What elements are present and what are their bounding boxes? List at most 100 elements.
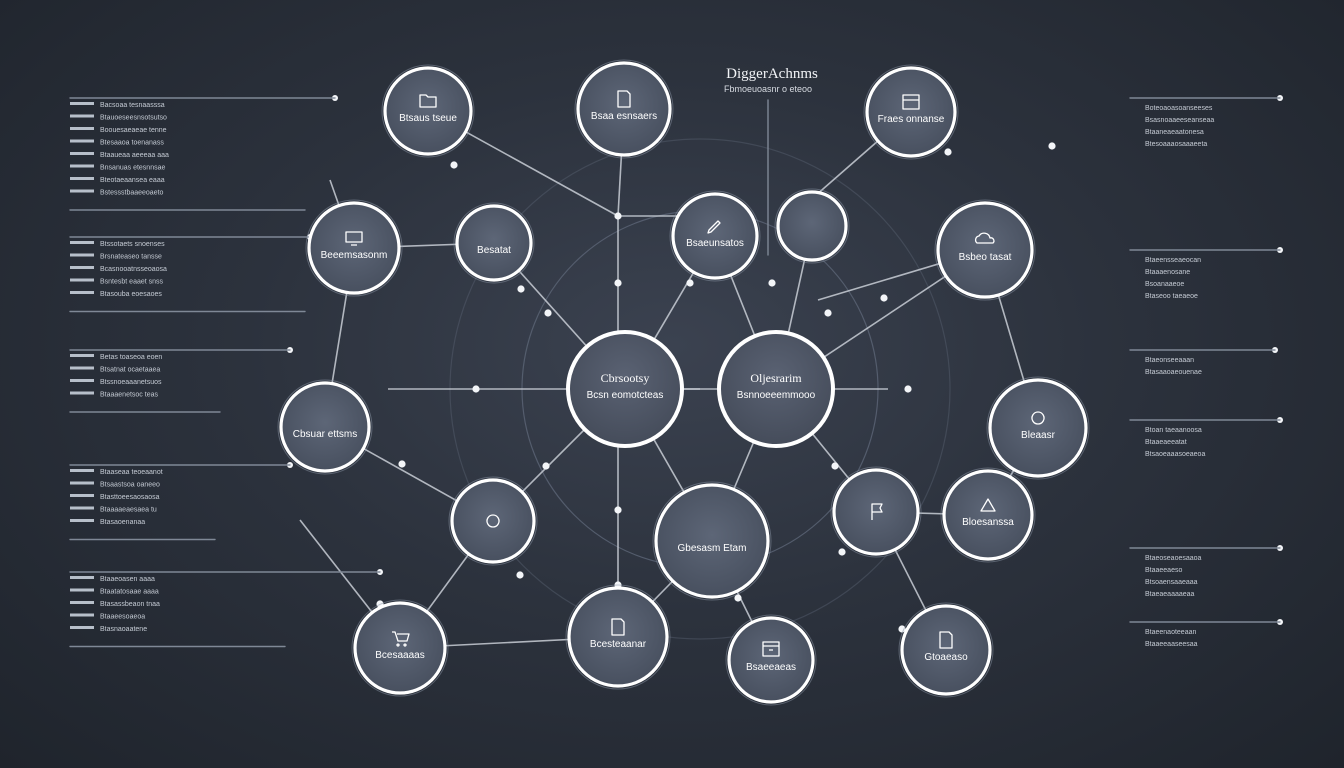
note-bullet-icon [70,102,94,105]
note-bullet-icon [70,576,94,579]
connector-dot [904,385,912,393]
node-circle [727,616,815,704]
connector-dot [450,161,458,169]
connector-dot [544,309,552,317]
note-bullet-icon [70,241,94,244]
note-bullet-icon [70,379,94,382]
note-bullet-icon [70,189,94,193]
connector-dot [1048,142,1056,150]
side-note-text: Btasouba eoesaoes [100,291,162,298]
side-note-text: Btasaaoaeouenae [1145,369,1202,376]
note-bullet-icon [70,354,94,357]
side-note-text: Bsasnoaaeeseanseaa [1145,117,1214,124]
node-halo [669,190,761,282]
side-note-text: Btaaeeaeso [1145,567,1182,574]
diagram-node: Bsaeunsatos [669,190,761,282]
node-label: Bsbeo tasat [959,252,1012,263]
diagram-node: Bsaeeaeas [725,614,817,706]
monitor-icon [345,231,363,246]
side-note-text: Btaaeoasen aaaa [100,576,155,583]
note-bullet-icon [70,601,94,604]
triangle-icon [980,498,996,512]
diagram-node: Gtoaeaso [898,602,994,698]
document-icon [939,631,953,649]
side-note-text: Btssnoeaaanetsuos [100,379,162,386]
node-halo [725,614,817,706]
note-bullet-icon [70,278,94,282]
cloud-icon [974,232,995,244]
side-note-text: Btsatnat ocaetaaea [100,367,160,374]
node-halo [652,481,772,601]
node-halo [448,476,538,566]
side-note-text: Btaaaenetsoc teas [100,392,158,399]
node-circle [942,469,1034,561]
diagram-node: Beeemsasonm [305,199,403,297]
note-bullet-icon [70,626,94,629]
center-node-layer: Cbrsootsy Bcsn eomotcteas Oljesrarim Bsn… [566,330,835,448]
side-note-text: Btsaastsoa oaneeo [100,482,160,489]
node-halo [830,466,922,558]
note-bullet-icon [70,291,94,294]
circle-icon [1031,411,1045,425]
connector-dot [824,309,832,317]
note-bullet-icon [70,506,94,510]
diagram-node: Bcesaaaas [351,599,449,697]
diagram-title-block: DiggerAchnms Fbmoeuoasnr o eteoo [724,66,818,256]
side-note-text: Btaeenaoteeaan [1145,629,1196,636]
side-note-text: Btaaaenosane [1145,269,1190,276]
side-note-text: Btaeensseaeocan [1145,257,1201,264]
side-note-text: Bsoanaaeoe [1145,281,1184,288]
node-halo [574,59,674,159]
node-halo [934,199,1036,301]
side-note-text: Btaeonseeaaan [1145,357,1194,364]
side-note-text: Bacsoaa tesnaasssa [100,102,165,109]
note-bullet-icon [70,127,94,130]
connector-dot [686,279,694,287]
side-note-text: Btaaeeaaseesaa [1145,641,1198,648]
node-label: Bcesaaaas [375,650,424,661]
diagram-node: Fraes onnanse [863,64,959,160]
side-note-text: Btasnaoaatene [100,626,147,633]
node-circle [900,604,992,696]
diagram-node: Gbesasm Etam [652,481,772,601]
side-note-text: Bnsanuas etesnnsae [100,165,165,172]
side-note-text: Btsoaensaaeaaa [1145,579,1198,586]
document-icon [611,618,625,636]
node-circle [307,201,401,295]
node-circle [576,61,672,157]
connector-dot [542,462,550,470]
node-halo [351,599,449,697]
node-label: Fraes onnanse [878,114,945,125]
node-label: Bsaa esnsaers [591,111,657,122]
side-note-text: Btaaseaa teoeaanot [100,469,163,476]
side-note-text: Bsntesbt eaaet snss [100,279,164,286]
note-bullet-icon [70,114,94,118]
center-node-right-subtitle: Bsnnoeeemmooo [737,390,816,401]
center-node-left-subtitle: Bcsn eomotcteas [587,390,664,401]
side-note-text: Betas toaseoa eoen [100,354,162,361]
note-bullet-icon [70,391,94,395]
flag-icon [871,503,883,520]
center-node-right-title: Oljesrarim [750,371,802,385]
center-node-right: Oljesrarim Bsnnoeeemmooo [717,330,835,448]
node-circle [279,381,371,473]
connector-dot [944,148,952,156]
node-circle [671,192,759,280]
node-label: Beeemsasonm [321,250,388,261]
side-note-text: Btoan taeaanoosa [1145,427,1202,434]
node-halo [453,202,535,284]
side-note-text: Btasassbeaon tnaa [100,601,160,608]
diagram-node [448,476,538,566]
diagram-node: Btsaus tseue [381,64,475,158]
node-circle [936,201,1034,299]
diagram-node: Besatat [453,202,535,284]
note-bullet-icon [70,481,94,485]
diagram-node [830,466,922,558]
node-halo [305,199,403,297]
connector-dot [831,462,839,470]
node-halo [898,602,994,698]
connector-dot [734,594,742,602]
node-halo [565,584,671,690]
node-circle [654,483,770,599]
side-note-text: Btaeaeaaaaeaa [1145,591,1195,598]
